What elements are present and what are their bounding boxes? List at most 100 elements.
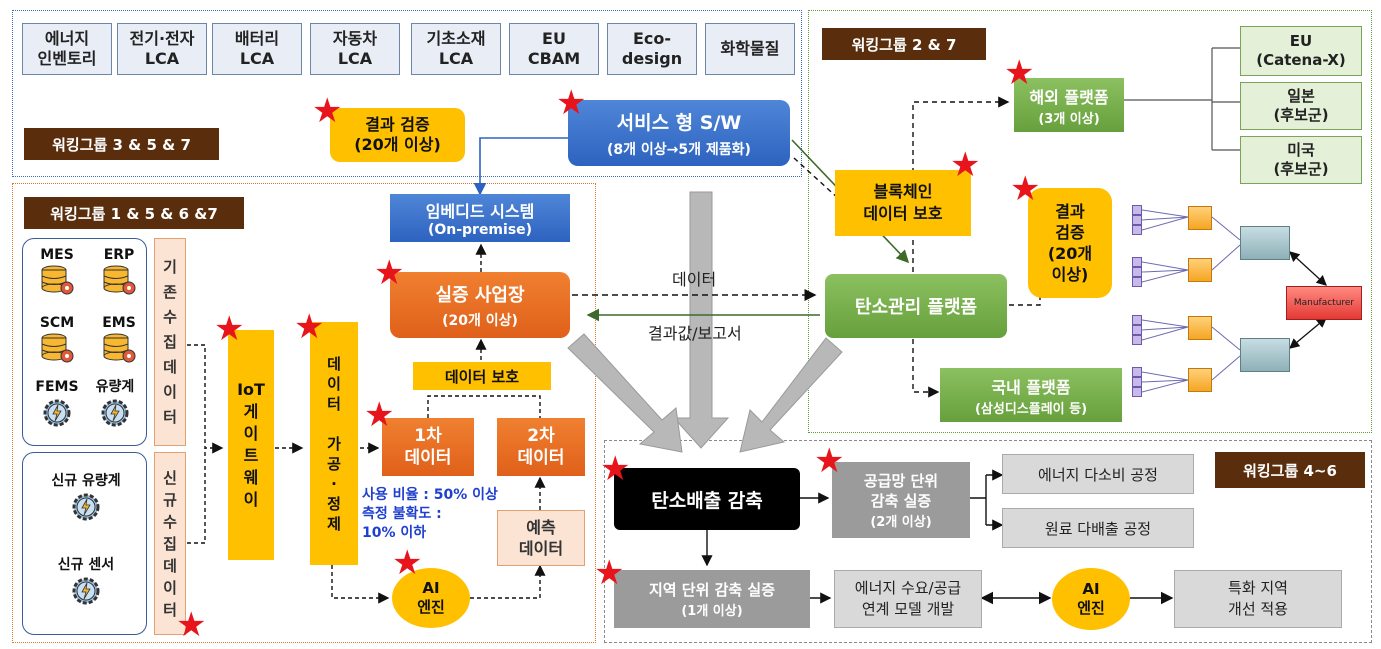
secondary-data-box: 2차 데이터 <box>497 418 585 476</box>
new-data-label: 신 규 수 집 데 이 터 <box>154 452 186 635</box>
supply-chain-title: 공급망 단위 감축 실증 <box>863 471 939 510</box>
supplier-leaf <box>1132 335 1142 345</box>
category-box: EU CBAM <box>509 23 599 75</box>
supplier-leaf <box>1132 387 1142 397</box>
supplier-leaf <box>1132 205 1142 215</box>
wg-label-357: 워킹그룹 3 & 5 & 7 <box>24 128 219 160</box>
database-icon <box>30 332 84 368</box>
big-arrow-center <box>672 191 730 449</box>
star-icon: ★ <box>556 83 587 123</box>
star-icon: ★ <box>364 395 395 435</box>
domestic-sub: (삼성디스플레이 등) <box>974 401 1088 417</box>
system-label: MES <box>40 247 74 263</box>
demo-site-box: 실증 사업장 (20개 이상) <box>390 272 570 338</box>
special-region-box: 특화 지역 개선 적용 <box>1174 570 1342 628</box>
star-icon: ★ <box>294 307 325 347</box>
star-icon: ★ <box>600 449 631 489</box>
data-flow-label: 데이터 <box>672 270 717 289</box>
result-verify-right: 결과 검증 (20개 이상) <box>1028 188 1112 298</box>
wg-label-46: 워킹그룹 4~6 <box>1215 452 1365 488</box>
tier2-box-2 <box>1240 338 1290 372</box>
category-box: 전기·전자 LCA <box>117 23 207 75</box>
database-icon <box>92 332 146 368</box>
star-icon: ★ <box>312 91 343 131</box>
usa-box: 미국 (후보군) <box>1240 136 1362 184</box>
star-icon: ★ <box>594 553 625 593</box>
region-bottom-gray <box>604 440 1372 643</box>
embedded-system-box: 임베디드 시스템 (On-premise) <box>390 194 570 242</box>
star-icon: ★ <box>1004 53 1035 93</box>
carbon-platform-box: 탄소관리 플랫폼 <box>825 274 1007 338</box>
star-icon: ★ <box>392 543 423 583</box>
category-box: 자동차 LCA <box>310 23 400 75</box>
system-erp: ERP <box>92 246 146 300</box>
supplier-leaf <box>1132 367 1142 377</box>
star-icon: ★ <box>814 441 845 481</box>
database-icon <box>30 264 84 300</box>
region-left-orange <box>12 183 596 643</box>
supply-chain-sub: (2개 이상) <box>870 514 932 530</box>
result-verify-top: 결과 검증 (20개 이상) <box>330 108 465 162</box>
region-top-blue <box>12 10 802 177</box>
eu-catenax-box: EU (Catena-X) <box>1240 26 1362 76</box>
embedded-title: 임베디드 시스템 <box>425 202 535 221</box>
wg-label-1567: 워킹그룹 1 & 5 & 6 &7 <box>24 197 244 229</box>
category-box: Eco- design <box>607 23 697 75</box>
tier2-box-1 <box>1240 226 1290 260</box>
system-ems: EMS <box>92 314 146 368</box>
star-icon: ★ <box>214 309 245 349</box>
energy-supply-box: 에너지 수요/공급 연계 모델 개발 <box>834 570 982 628</box>
demo-site-title: 실증 사업장 <box>435 284 525 306</box>
system-label: EMS <box>102 315 136 331</box>
supplier-leaf <box>1132 257 1142 267</box>
system-new-flowmeter: 신규 유량계 <box>32 472 140 528</box>
regional-reduction-box: 지역 단위 감축 실증 (1개 이상) <box>614 570 810 628</box>
supplier-leaf <box>1132 277 1142 287</box>
existing-systems-panel <box>22 238 147 446</box>
domestic-title: 국내 플랫폼 <box>991 377 1071 397</box>
system-label: 유량계 <box>95 379 135 395</box>
system-label: SCM <box>39 315 75 331</box>
service-sw-sub: (8개 이상→5개 제품화) <box>607 141 751 158</box>
database-icon <box>92 264 146 300</box>
supplier-leaf <box>1132 377 1142 387</box>
category-box: 배터리 LCA <box>212 23 302 75</box>
overseas-sub: (3개 이상) <box>1038 111 1100 127</box>
data-protect-label: 데이터 보호 <box>413 362 551 390</box>
predicted-data-box: 예측 데이터 <box>497 510 585 566</box>
energy-heavy-box: 에너지 다소비 공정 <box>1002 454 1194 494</box>
big-arrow-left <box>567 333 683 453</box>
manufacturer-box: Manufacturer <box>1286 286 1362 320</box>
result-report-label: 결과값/보고서 <box>648 324 742 343</box>
overseas-title: 해외 플랫폼 <box>1029 87 1109 107</box>
domestic-platform-box: 국내 플랫폼 (삼성디스플레이 등) <box>940 368 1122 422</box>
star-icon: ★ <box>950 145 981 185</box>
gear-bolt-icon <box>30 396 84 434</box>
star-icon: ★ <box>176 605 207 645</box>
gear-bolt-icon <box>88 396 142 434</box>
wg-label-27: 워킹그룹 2 & 7 <box>822 28 986 60</box>
supplier-leaf <box>1132 315 1142 325</box>
system-label: 신규 센서 <box>57 557 115 573</box>
category-box: 기초소재 LCA <box>411 23 501 75</box>
system-label: ERP <box>103 247 135 263</box>
gear-bolt-icon <box>32 490 140 528</box>
region-right-green <box>808 10 1372 433</box>
iot-gateway: IoT 게 이 트 웨 이 <box>228 330 274 560</box>
existing-data-label: 기 존 수 집 데 이 터 <box>154 238 186 446</box>
supplier-leaf <box>1132 215 1142 225</box>
system-label: FEMS <box>35 379 79 395</box>
new-sensors-panel <box>22 452 147 635</box>
overseas-platform-box: 해외 플랫폼 (3개 이상) <box>1014 78 1124 132</box>
embedded-sub: (On-premise) <box>427 222 533 238</box>
material-heavy-box: 원료 다배출 공정 <box>1002 508 1194 548</box>
gear-bolt-icon <box>32 574 140 612</box>
system-mes: MES <box>30 246 84 300</box>
system-flowmeter: 유량계 <box>88 378 142 434</box>
system-fems: FEMS <box>30 378 84 434</box>
category-box: 화학물질 <box>705 23 795 75</box>
tier1-box-3 <box>1188 316 1212 340</box>
data-processing: 데 이 터 가 공 · 정 제 <box>310 322 358 565</box>
supply-chain-box: 공급망 단위 감축 실증 (2개 이상) <box>832 462 970 538</box>
